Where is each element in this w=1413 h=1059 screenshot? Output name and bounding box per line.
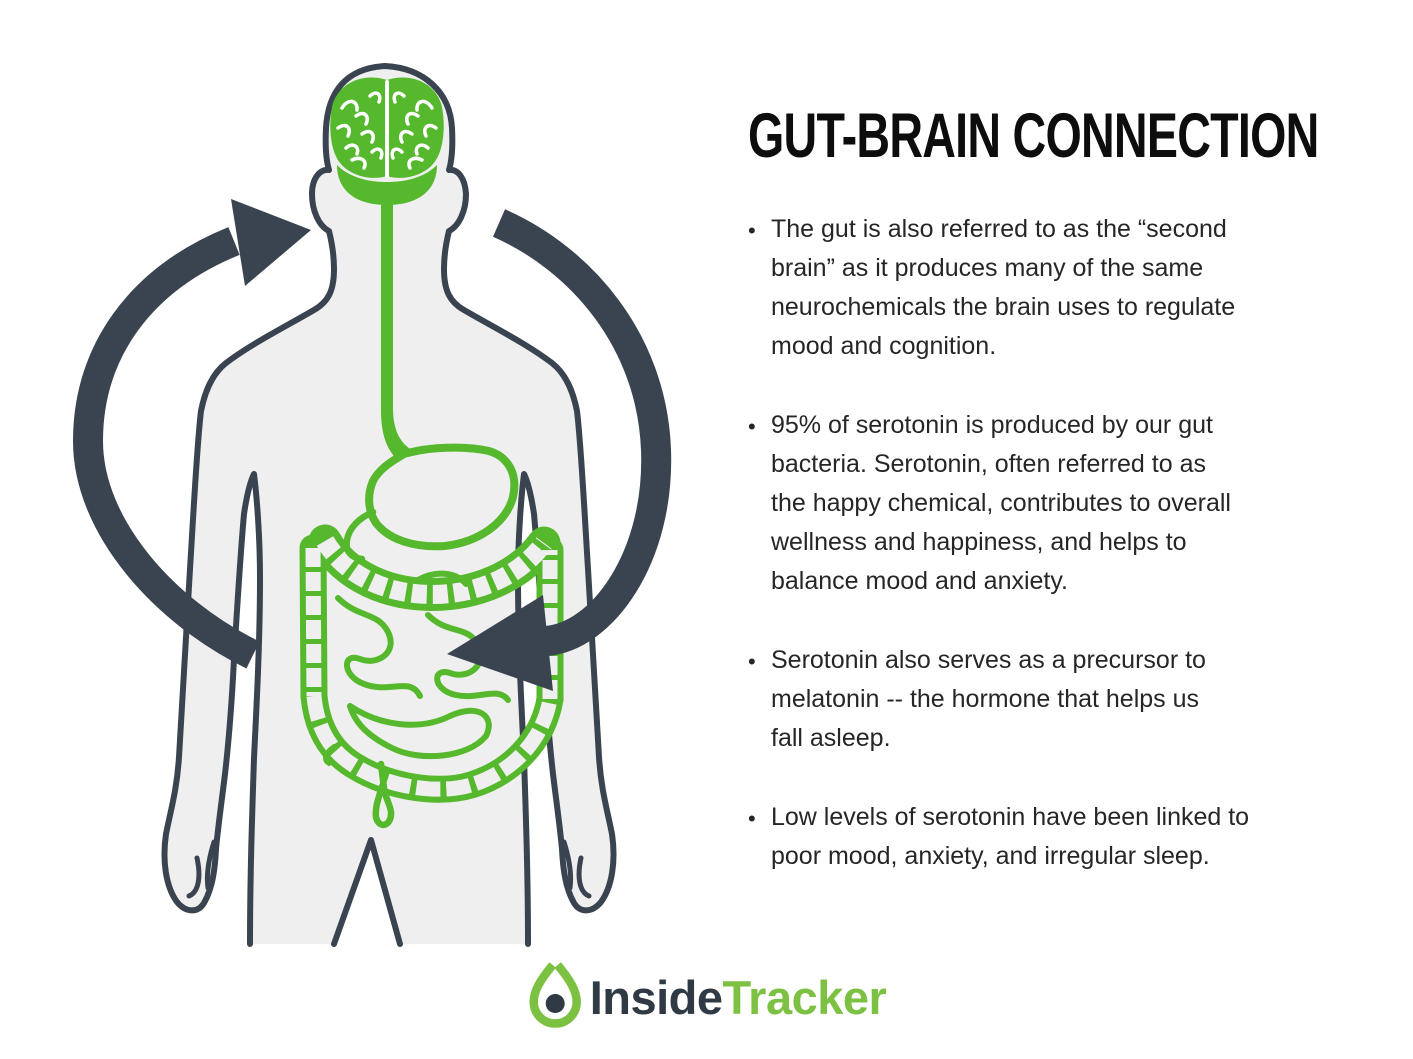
page-title: GUT-BRAIN CONNECTION: [748, 101, 1319, 171]
insidetracker-drop-icon: [528, 962, 581, 1028]
bullet-glyph: •: [748, 414, 756, 439]
insidetracker-logo: InsideTracker: [527, 956, 887, 1028]
bullet-item: • 95% of serotonin is produced by our gu…: [748, 406, 1333, 601]
stomach-icon: [365, 443, 519, 551]
bullet-text: Low levels of serotonin have been linked…: [771, 803, 1250, 870]
bullet-text: 95% of serotonin is produced by our gut …: [771, 411, 1231, 595]
logo-text-tracker: Tracker: [722, 971, 887, 1024]
brain-icon: [330, 77, 444, 205]
bullet-item: • Low levels of serotonin have been link…: [748, 798, 1333, 876]
arrowhead-to-brain: [231, 199, 311, 286]
hand-finger-lines: [186, 839, 592, 899]
bullet-glyph: •: [748, 649, 756, 674]
vagus-nerve: [381, 205, 412, 461]
cycle-arrow-down-icon: [447, 209, 672, 691]
arrowhead-to-gut: [447, 595, 553, 691]
legs-notch-outline: [331, 837, 403, 947]
bullet-list: • The gut is also referred to as the “se…: [748, 210, 1333, 916]
bullet-text: The gut is also referred to as the “seco…: [771, 215, 1236, 360]
cerebellum: [337, 165, 437, 205]
bullet-glyph: •: [748, 806, 756, 831]
cycle-arrow-up-icon: [72, 199, 311, 669]
logo-text-inside: Inside: [589, 971, 723, 1024]
logo-text: InsideTracker: [590, 970, 887, 1025]
duodenum: [343, 508, 377, 563]
appendix: [323, 744, 336, 766]
rectum: [372, 760, 395, 829]
bullet-item: • The gut is also referred to as the “se…: [748, 210, 1333, 366]
small-intestine-icon: [323, 570, 511, 829]
bullet-item: • Serotonin also serves as a precursor t…: [748, 641, 1333, 758]
gut-brain-illustration: [72, 63, 672, 947]
body-outline: [161, 63, 617, 947]
bullet-glyph: •: [748, 218, 756, 243]
bullet-text: Serotonin also serves as a precursor to …: [771, 646, 1206, 752]
